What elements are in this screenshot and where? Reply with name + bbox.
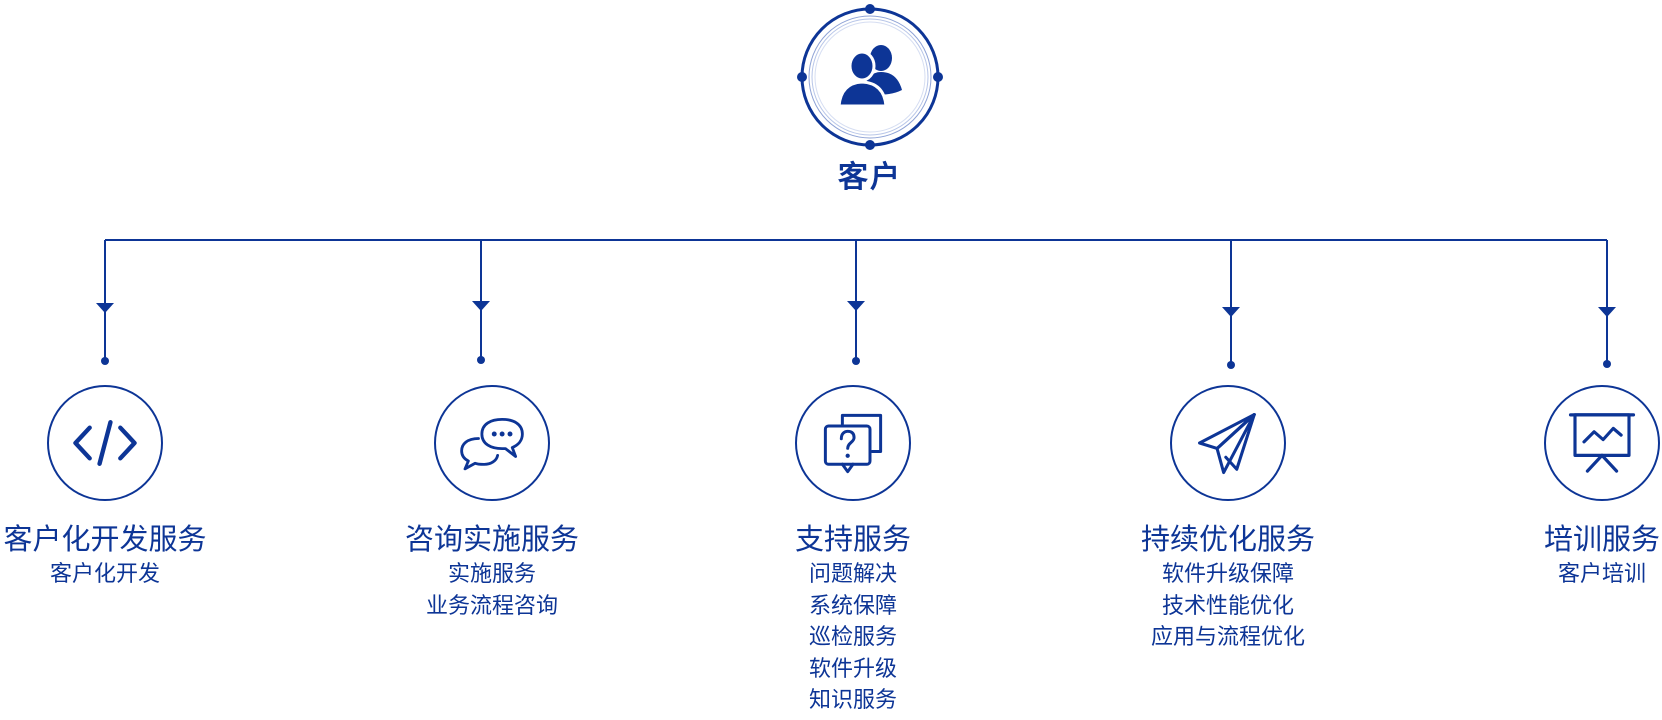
service-icon-circle	[1170, 385, 1286, 501]
service-custom-dev: 客户化开发服务 客户化开发	[0, 385, 255, 591]
service-item: 客户化开发	[49, 562, 160, 587]
service-training: 培训服务 客户培训	[1452, 385, 1662, 591]
service-item: 软件升级	[808, 656, 897, 682]
service-consulting: 咨询实施服务 实施服务 业务流程咨询	[342, 385, 642, 622]
service-title: 支持服务	[794, 522, 911, 556]
service-item: 客户培训	[1557, 562, 1646, 587]
service-items: 实施服务 业务流程咨询	[342, 559, 642, 622]
service-icon-circle	[47, 385, 163, 501]
presentation-board-icon	[1568, 413, 1636, 473]
code-icon	[73, 420, 137, 466]
service-support: 支持服务 问题解决 系统保障 巡检服务 软件升级 知识服务	[703, 385, 1003, 717]
service-item: 巡检服务	[808, 625, 897, 650]
root-label: 客户	[838, 160, 902, 195]
service-icon-circle	[795, 385, 911, 501]
service-item: 技术性能优化	[1161, 593, 1294, 619]
service-item: 应用与流程优化	[1150, 625, 1305, 650]
service-icon-circle	[1544, 385, 1660, 501]
paper-plane-icon	[1198, 413, 1256, 475]
service-title: 持续优化服务	[1140, 522, 1315, 556]
service-item: 软件升级保障	[1161, 562, 1294, 587]
customer-root-node: 客户	[790, 0, 950, 200]
service-item: 实施服务	[447, 562, 536, 587]
service-title: 客户化开发服务	[3, 522, 207, 556]
service-item: 问题解决	[808, 562, 897, 587]
service-title: 咨询实施服务	[404, 522, 579, 556]
service-items: 问题解决 系统保障 巡检服务 软件升级 知识服务	[703, 559, 1003, 717]
service-title: 培训服务	[1543, 522, 1660, 556]
question-chat-icon	[823, 413, 883, 474]
users-icon	[837, 45, 902, 108]
chat-bubbles-icon	[460, 417, 524, 471]
service-items: 客户培训	[1452, 559, 1662, 591]
service-items: 客户化开发	[0, 559, 255, 591]
root-emblem	[797, 4, 943, 150]
service-item: 系统保障	[808, 593, 897, 619]
service-items: 软件升级保障 技术性能优化 应用与流程优化	[1078, 559, 1378, 654]
service-optimization: 持续优化服务 软件升级保障 技术性能优化 应用与流程优化	[1078, 385, 1378, 654]
service-icon-circle	[434, 385, 550, 501]
service-item: 知识服务	[808, 688, 897, 713]
service-item: 业务流程咨询	[425, 593, 558, 619]
